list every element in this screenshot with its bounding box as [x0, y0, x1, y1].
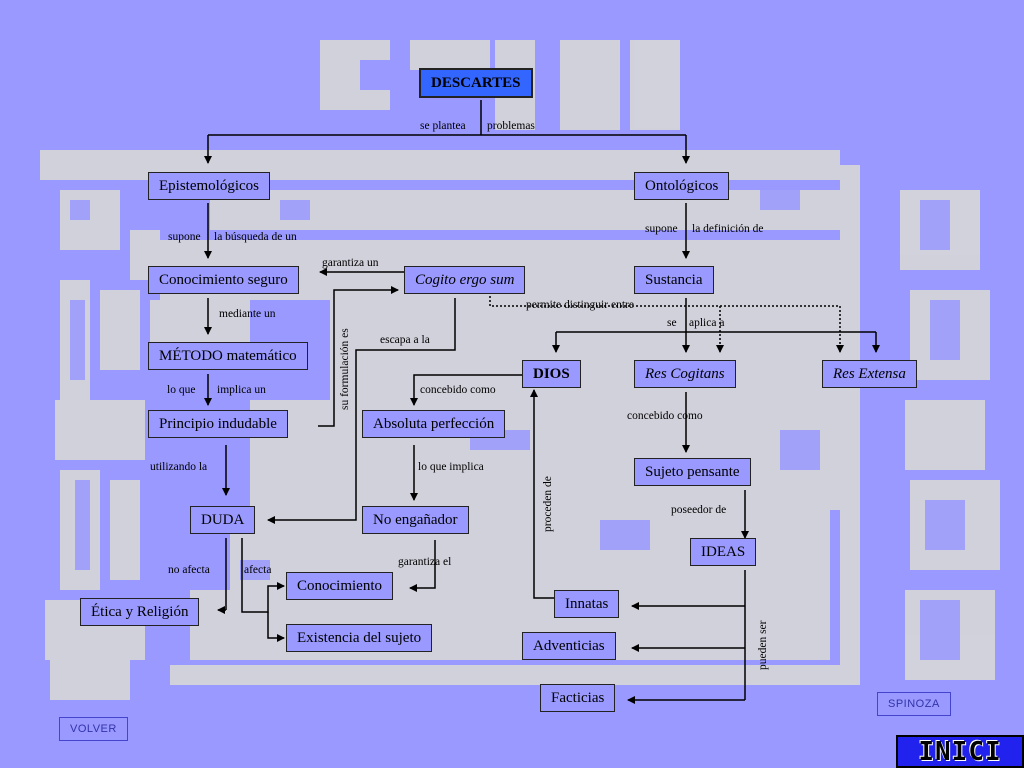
label-mediante-un: mediante un — [219, 308, 276, 320]
node-sujeto-pensante: Sujeto pensante — [634, 458, 751, 486]
label-definicion: la definición de — [692, 223, 764, 235]
label-lo-que: lo que — [167, 384, 196, 396]
label-su-formulacion: su formulación es — [339, 328, 351, 410]
label-pueden-ser: pueden ser — [757, 620, 769, 671]
node-facticias: Facticias — [540, 684, 616, 712]
node-metodo: MÉTODO matemático — [148, 342, 308, 370]
node-descartes[interactable]: DESCARTES — [419, 68, 533, 98]
inici-button[interactable]: INICI — [896, 735, 1024, 768]
label-concebido-2: concebido como — [627, 410, 703, 422]
label-se: se — [667, 317, 677, 329]
spinoza-button[interactable]: SPINOZA — [877, 692, 951, 716]
volver-button[interactable]: VOLVER — [59, 717, 128, 741]
label-afecta: afecta — [244, 564, 272, 576]
label-supone-1: supone — [168, 231, 201, 243]
node-conocimiento: Conocimiento — [286, 572, 393, 600]
label-escapa: escapa a la — [380, 334, 430, 346]
label-aplica: aplica a — [689, 317, 725, 329]
node-ontologicos: Ontológicos — [634, 172, 730, 200]
node-duda: DUDA — [190, 506, 256, 534]
node-ideas: IDEAS — [690, 538, 757, 566]
label-no-afecta: no afecta — [168, 564, 210, 576]
node-sustancia: Sustancia — [634, 266, 714, 294]
node-epistemologicos: Epistemológicos — [148, 172, 270, 200]
node-res-cogitans: Res Cogitans — [634, 360, 736, 388]
label-garantiza-un: garantiza un — [322, 257, 379, 269]
label-problemas: problemas — [487, 120, 535, 132]
node-cogito: Cogito ergo sum — [404, 266, 526, 294]
label-implica-un: implica un — [217, 384, 266, 396]
node-innatas: Innatas — [554, 590, 620, 618]
node-principio: Principio indudable — [148, 410, 288, 438]
label-poseedor: poseedor de — [671, 504, 727, 516]
label-concebido-1: concebido como — [420, 384, 496, 396]
label-proceden: proceden de — [542, 476, 554, 532]
node-dios: DIOS — [522, 360, 581, 388]
label-utilizando: utilizando la — [150, 461, 208, 473]
node-etica: Ética y Religión — [80, 598, 200, 626]
label-supone-2: supone — [645, 223, 678, 235]
node-res-extensa: Res Extensa — [822, 360, 917, 388]
node-no-enganador: No engañador — [362, 506, 469, 534]
label-permite: permite distinguir entre — [526, 299, 634, 311]
label-se-plantea: se plantea — [420, 120, 466, 132]
node-existencia: Existencia del sujeto — [286, 624, 433, 652]
label-lo-que-implica: lo que implica — [418, 461, 484, 473]
label-garantiza-el: garantiza el — [398, 556, 452, 568]
label-busqueda: la búsqueda de un — [214, 231, 297, 243]
node-conocimiento-seguro: Conocimiento seguro — [148, 266, 299, 294]
node-absoluta: Absoluta perfección — [362, 410, 506, 438]
node-adventicias: Adventicias — [522, 632, 616, 660]
